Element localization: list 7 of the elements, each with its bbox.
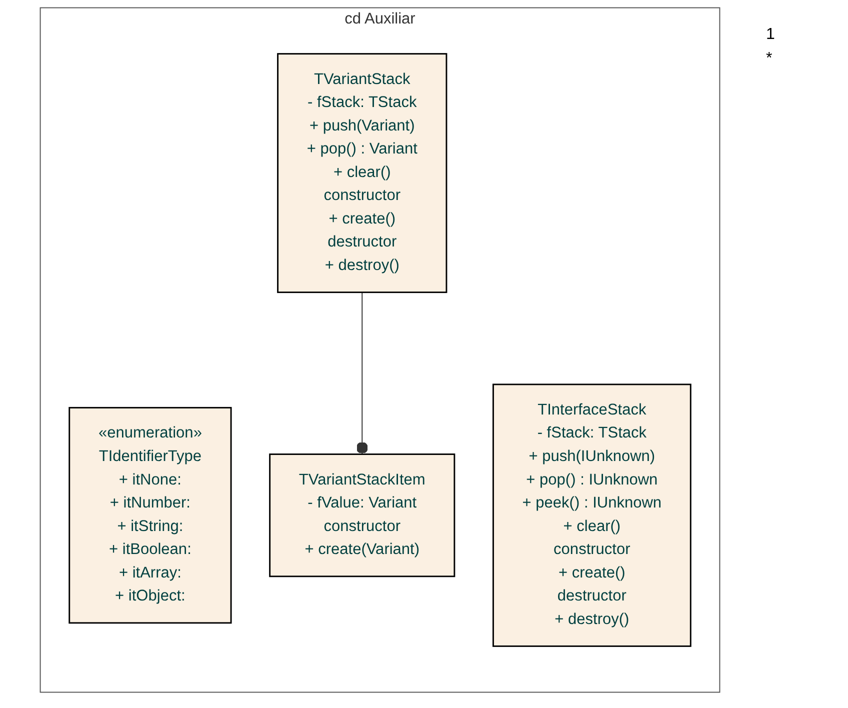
multiplicity-label: * [766, 50, 774, 68]
connector [356, 292, 368, 455]
node-box: TInterfaceStack - fStack: TStack + push(IUnknown) + pop() : IUnknown + peek() : IUnknown + clear() constructor + create() destructor + destroy() [492, 384, 692, 647]
node-box: TVariantStack - fStack: TStack + push(Variant) + pop() : Variant + clear() constructor + create() destructor + destroy() [277, 53, 448, 294]
node-box: TVariantStackItem - fValue: Variant constructor + create(Variant) [269, 454, 456, 578]
node-box: «enumeration» TIdentifierType + itNone: + itNumber: + itString: + itBoolean: + itArray: + itObject: [68, 406, 232, 624]
multiplicity-label: 1 [766, 26, 775, 44]
